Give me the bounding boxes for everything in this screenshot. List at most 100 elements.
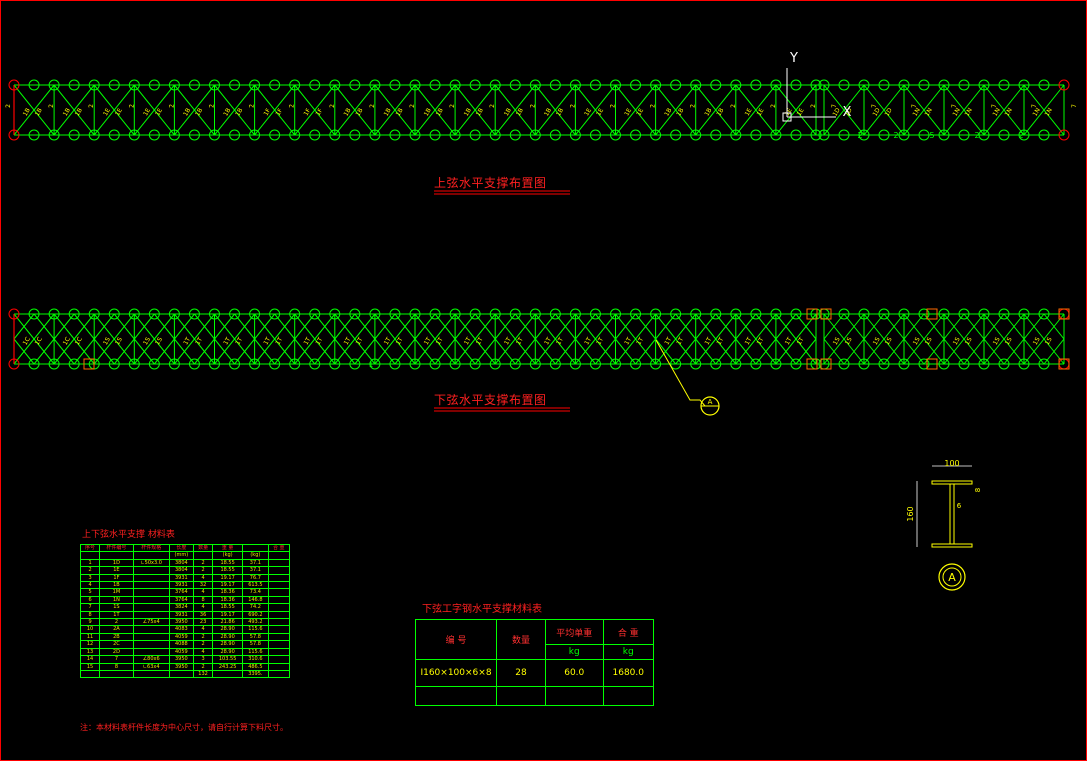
left-diag-label: 1S xyxy=(142,336,152,346)
left-diag-label: 1F xyxy=(315,107,325,117)
right-diag-label: 1N xyxy=(992,107,1002,118)
connection-plate xyxy=(926,308,938,320)
material-cell: 5 xyxy=(79,588,101,597)
left-diag-label: 1T xyxy=(194,336,204,346)
truss-node xyxy=(128,358,140,370)
truss-node xyxy=(449,129,461,141)
truss-node xyxy=(670,79,682,91)
brace-diagonal xyxy=(534,313,576,365)
left-diag-label: 1T xyxy=(595,336,605,346)
left-diag-label: 1B xyxy=(515,107,525,117)
truss-node xyxy=(489,308,501,320)
truss-node xyxy=(569,358,581,370)
truss-node xyxy=(469,79,481,91)
brace-diagonal xyxy=(13,84,55,136)
truss-node xyxy=(28,308,40,320)
left-diag-label: 1C xyxy=(22,336,32,346)
i-table-cell-code: I160×100×6×8 xyxy=(415,659,497,687)
truss-node xyxy=(958,79,970,91)
upper-truss-title: 上弦水平支撑布置图 xyxy=(434,176,547,190)
brace-diagonal xyxy=(655,313,697,365)
left-diag-label: 1B xyxy=(423,107,433,117)
truss-node xyxy=(610,129,621,141)
truss-node xyxy=(858,358,870,370)
truss-node xyxy=(108,129,120,141)
material-cell: 21.86 xyxy=(212,618,244,627)
truss-node xyxy=(409,358,421,370)
post-label: 2 xyxy=(128,104,135,108)
truss-node xyxy=(549,308,561,320)
truss-node xyxy=(48,358,60,370)
post-label: 2 xyxy=(209,104,216,108)
left-diag-label: 1E xyxy=(635,107,645,117)
material-cell: 4088 xyxy=(168,640,195,649)
truss-node xyxy=(188,79,200,91)
material-cell: 310.6 xyxy=(242,655,269,664)
connection-plate xyxy=(820,308,832,320)
truss-node xyxy=(229,358,241,370)
brace-diagonal xyxy=(53,84,95,136)
material-header-cell xyxy=(132,551,170,560)
material-cell: 1D xyxy=(99,558,134,568)
right-diag-label: 1S xyxy=(832,336,842,346)
truss-node xyxy=(48,79,60,91)
material-cell: 37.1 xyxy=(242,566,269,575)
truss-node xyxy=(918,358,930,370)
truss-node xyxy=(249,129,261,141)
material-cell xyxy=(79,669,101,679)
truss-node xyxy=(188,308,200,320)
material-cell: 146.8 xyxy=(242,595,269,605)
truss-node xyxy=(770,358,782,370)
material-cell: 11 xyxy=(79,632,101,642)
axis-origin xyxy=(782,112,792,122)
left-diag-label: 1S xyxy=(114,336,124,346)
material-cell xyxy=(132,573,170,583)
post-label: 2 xyxy=(289,104,296,108)
left-diag-label: 1B xyxy=(715,107,725,117)
post-label: 2 xyxy=(770,104,777,108)
material-cell: 19.17 xyxy=(212,610,244,620)
truss-node xyxy=(409,308,421,320)
brace-diagonal xyxy=(374,84,416,136)
truss-node xyxy=(818,79,830,91)
material-cell: 4 xyxy=(193,625,214,634)
left-diag-label: 1T xyxy=(274,336,284,346)
truss-node xyxy=(610,308,621,320)
left-diag-label: 1T xyxy=(343,336,353,346)
truss-node xyxy=(1038,358,1050,370)
brace-diagonal xyxy=(735,84,777,136)
material-header-cell: 杆件规格 xyxy=(132,543,170,553)
brace-diagonal xyxy=(454,84,496,136)
material-cell xyxy=(267,632,291,642)
material-cell: 18.36 xyxy=(212,588,244,597)
left-diag-label: 1T xyxy=(435,336,445,346)
material-cell: 18.55 xyxy=(212,558,244,568)
truss-node xyxy=(1018,129,1030,141)
truss-node xyxy=(108,308,120,320)
left-diag-label: 1C xyxy=(74,336,84,346)
dim-height-label: 160 xyxy=(906,506,915,521)
truss-node xyxy=(858,308,870,320)
truss-node xyxy=(168,358,180,370)
truss-node xyxy=(409,79,421,91)
truss-node xyxy=(209,79,220,91)
truss-node xyxy=(188,129,200,141)
truss-node xyxy=(209,308,220,320)
left-diag-label: 1B xyxy=(355,107,365,117)
left-diag-label: 1T xyxy=(222,336,232,346)
material-cell: 8 xyxy=(193,595,214,605)
left-diag-label: 1T xyxy=(395,336,405,346)
left-diag-label: 1B xyxy=(475,107,485,117)
post-label: 2 xyxy=(730,104,737,108)
material-header-cell: (mm) xyxy=(168,551,195,560)
right-diag-label: 1N xyxy=(1044,107,1054,118)
truss-node xyxy=(770,308,782,320)
post-label: 2 xyxy=(650,104,657,108)
material-cell: 1E xyxy=(99,566,134,575)
truss-node xyxy=(529,308,541,320)
